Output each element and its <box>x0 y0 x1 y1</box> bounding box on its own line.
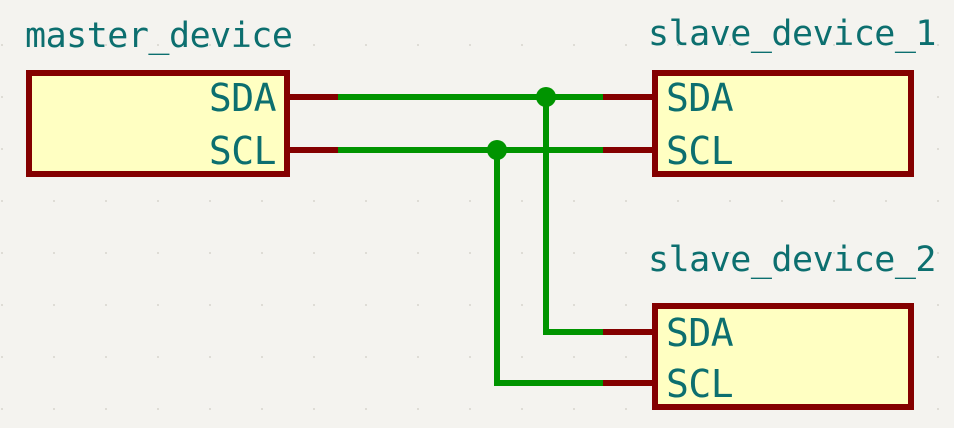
wire-sda[interactable] <box>338 94 603 335</box>
net-scl[interactable] <box>290 140 652 386</box>
pin-label-master-sda: SDA <box>209 76 277 120</box>
net-sda[interactable] <box>290 87 652 335</box>
pin-label-slave2-scl: SCL <box>666 362 733 406</box>
component-label-slave-device-2: slave_device_2 <box>648 240 936 280</box>
pin-label-slave1-scl: SCL <box>666 129 733 173</box>
pin-label-slave2-sda: SDA <box>666 311 734 355</box>
component-label-slave-device-1: slave_device_1 <box>648 14 936 54</box>
component-label-master-device: master_device <box>25 16 292 56</box>
wire-scl[interactable] <box>338 147 603 386</box>
pin-label-master-scl: SCL <box>209 129 276 173</box>
component-slave-device-2[interactable]: slave_device_2 SDA SCL <box>648 240 937 410</box>
component-body-slave-device-2[interactable] <box>652 303 914 410</box>
component-body-slave-device-1[interactable] <box>652 70 914 177</box>
component-body-master-device[interactable] <box>26 70 290 177</box>
junction-dot-sda[interactable] <box>536 87 556 107</box>
component-slave-device-1[interactable]: slave_device_1 SDA SCL <box>648 14 937 177</box>
junction-dot-scl[interactable] <box>487 140 507 160</box>
pin-label-slave1-sda: SDA <box>666 76 734 120</box>
component-master-device[interactable]: master_device SDA SCL <box>25 16 293 177</box>
